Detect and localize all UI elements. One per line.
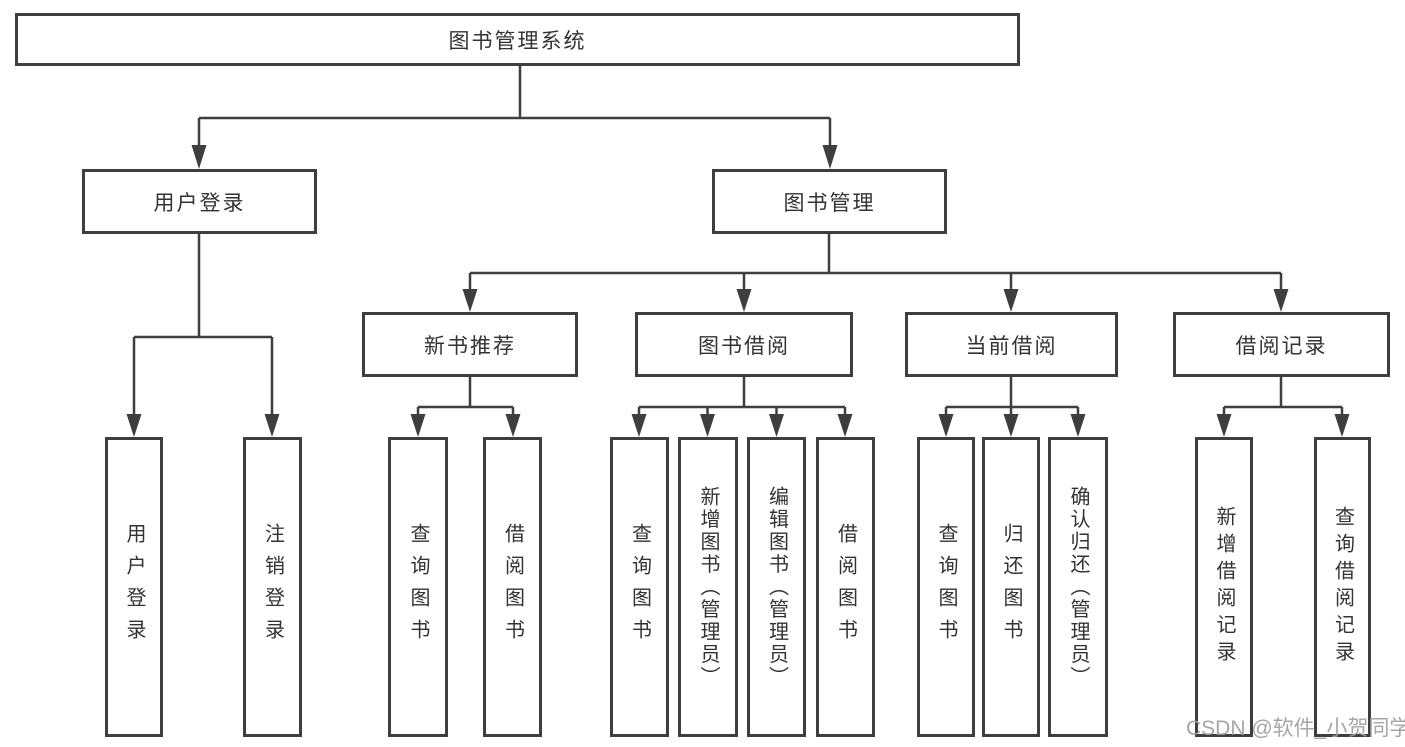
node-label: 图书管理系统 [448,29,587,53]
node-borrowing-records: 借阅记录 [1173,312,1390,377]
csdn-watermark: CSDN @软件_小贺同学 [1186,717,1405,740]
node-leaf-logout: 注销登录 [243,437,302,737]
node-library-management-system: 图书管理系统 [15,13,1020,66]
node-label: 当前借阅 [965,334,1058,358]
node-label: 用户登录 [153,191,246,215]
node-label: 图书管理 [783,191,876,215]
node-label: 图书借阅 [698,334,790,358]
node-leaf-return-books: 归还图书 [982,437,1040,737]
node-label: 借阅图书 [501,523,524,651]
node-label: 注销登录 [261,523,284,651]
arrowheads [126,145,1350,437]
node-leaf-query-books-borrowing: 查询图书 [610,437,669,737]
node-leaf-query-borrow-record: 查询借阅记录 [1314,437,1371,737]
node-leaf-query-books-recommend: 查询图书 [388,437,448,737]
node-label: 查询图书 [935,523,957,651]
node-book-borrowing: 图书借阅 [635,312,853,377]
node-label: 借阅记录 [1235,334,1328,358]
node-leaf-confirm-return-admin: 确认归还（管理员） [1048,437,1108,737]
node-label: 借阅图书 [834,523,857,651]
node-leaf-query-books-current: 查询图书 [917,437,975,737]
node-label: 新书推荐 [424,334,516,358]
node-label: 查询借阅记录 [1331,506,1354,668]
node-label: 用户登录 [123,523,145,651]
node-leaf-add-borrow-record: 新增借阅记录 [1195,437,1253,737]
node-leaf-borrow-books-recommend: 借阅图书 [483,437,542,737]
node-leaf-borrow-books-borrowing: 借阅图书 [816,437,875,737]
node-label: 编辑图书（管理员） [765,485,788,689]
node-book-management: 图书管理 [712,169,947,234]
node-leaf-edit-books-admin: 编辑图书（管理员） [747,437,806,737]
node-label: 查询图书 [628,523,651,651]
node-new-book-recommendation: 新书推荐 [362,312,578,377]
node-current-borrowing: 当前借阅 [905,312,1118,377]
node-leaf-user-login: 用户登录 [105,437,163,737]
node-label: 查询图书 [407,523,429,651]
node-label: 归还图书 [1000,523,1022,651]
node-leaf-add-books-admin: 新增图书（管理员） [678,437,738,737]
node-label: 确认归还（管理员） [1067,485,1089,689]
node-label: 新增借阅记录 [1213,506,1235,668]
node-label: 新增图书（管理员） [697,485,719,689]
node-user-login: 用户登录 [82,169,317,234]
